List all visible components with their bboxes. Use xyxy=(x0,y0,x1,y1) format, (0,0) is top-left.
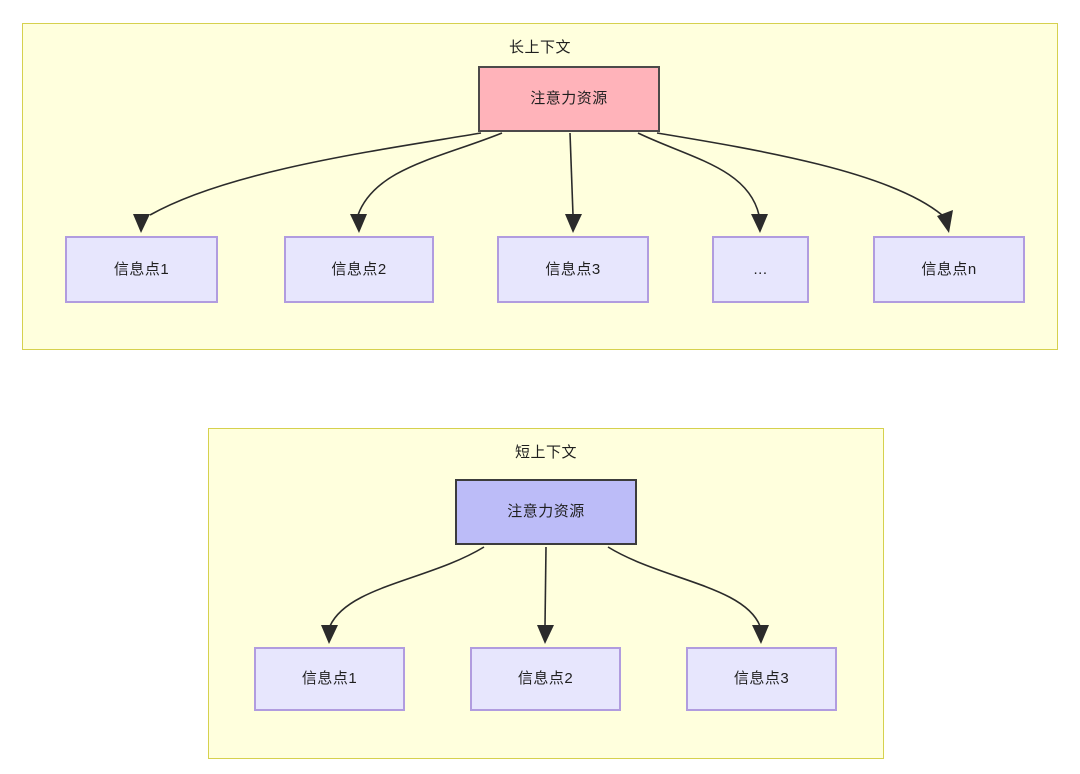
node-long-info-point-1-label: 信息点1 xyxy=(113,260,170,278)
node-long-info-point-3-label: 信息点3 xyxy=(545,260,601,278)
node-long-attention-resource-label: 注意力资源 xyxy=(530,90,608,107)
node-long-info-point-ellipsis[interactable]: ... xyxy=(712,236,809,303)
node-long-attention-resource[interactable]: 注意力资源 xyxy=(478,66,660,132)
node-short-info-point-2-label: 信息点2 xyxy=(517,670,574,687)
node-short-attention-resource-label: 注意力资源 xyxy=(507,503,585,520)
node-long-info-point-n-label: 信息点n xyxy=(921,260,977,278)
node-short-info-point-3[interactable]: 信息点3 xyxy=(686,647,837,711)
node-long-info-point-2[interactable]: 信息点2 xyxy=(284,236,434,303)
node-long-info-point-3[interactable]: 信息点3 xyxy=(497,236,649,303)
node-short-info-point-1-label: 信息点1 xyxy=(301,670,358,687)
node-long-info-point-2-label: 信息点2 xyxy=(331,260,387,278)
panel-long-context-title: 长上下文 xyxy=(508,39,571,56)
node-short-info-point-1[interactable]: 信息点1 xyxy=(254,647,405,711)
node-long-info-point-1[interactable]: 信息点1 xyxy=(65,236,218,303)
node-long-info-point-ellipsis-label: ... xyxy=(753,260,768,278)
node-short-info-point-2[interactable]: 信息点2 xyxy=(470,647,621,711)
node-short-attention-resource[interactable]: 注意力资源 xyxy=(455,479,637,545)
node-short-info-point-3-label: 信息点3 xyxy=(733,670,790,687)
panel-short-context-title: 短上下文 xyxy=(514,444,577,461)
node-long-info-point-n[interactable]: 信息点n xyxy=(873,236,1025,303)
